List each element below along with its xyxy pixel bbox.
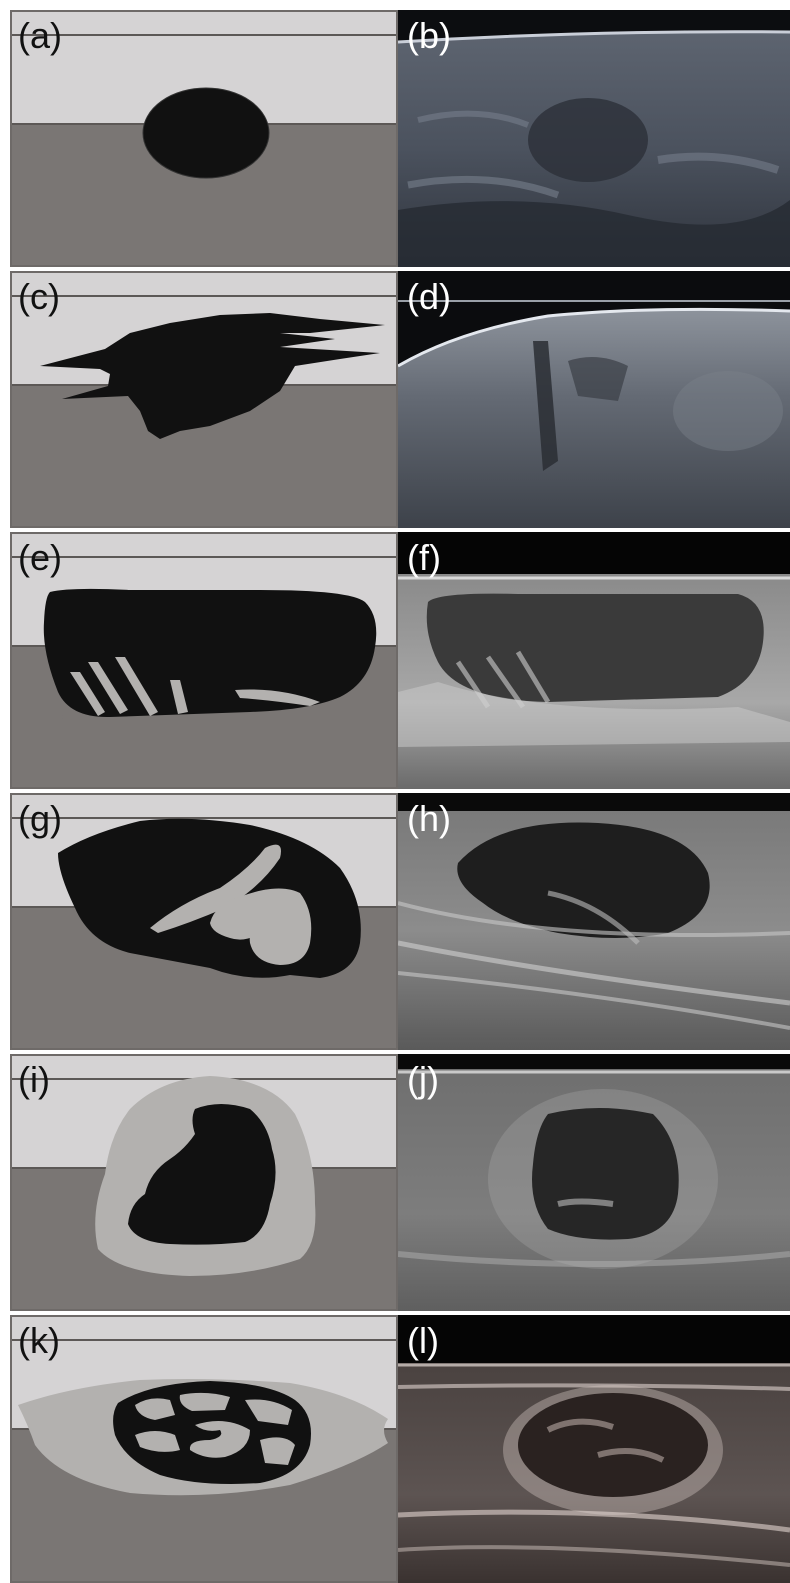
panel-a: (a) xyxy=(10,10,398,267)
panel-label-h: (h) xyxy=(407,799,451,839)
lesion-shape xyxy=(143,88,269,178)
panel-label-c: (c) xyxy=(18,277,60,317)
ultrasound-image-d xyxy=(398,271,790,528)
panel-k: (k) xyxy=(10,1315,398,1583)
panel-label-i: (i) xyxy=(18,1060,50,1100)
ultrasound-image-h xyxy=(398,793,790,1050)
panel-label-d: (d) xyxy=(407,277,451,317)
panel-label-f: (f) xyxy=(407,538,441,578)
panel-b: (b) xyxy=(398,10,790,267)
panel-label-g: (g) xyxy=(18,799,62,839)
schematic-spiculated-lesion xyxy=(10,271,398,528)
panel-label-k: (k) xyxy=(18,1321,60,1361)
schematic-lesion-with-wide-halo xyxy=(10,1315,398,1583)
schematic-oval-lesion xyxy=(10,10,398,267)
panel-label-a: (a) xyxy=(18,16,62,56)
panel-c: (c) xyxy=(10,271,398,528)
panel-label-e: (e) xyxy=(18,538,62,578)
panel-label-b: (b) xyxy=(407,16,451,56)
panel-label-j: (j) xyxy=(407,1060,439,1100)
ultrasound-image-b xyxy=(398,10,790,267)
panel-j: (j) xyxy=(398,1054,790,1311)
schematic-lesion-with-internal-bands xyxy=(10,793,398,1050)
ultrasound-image-f xyxy=(398,532,790,789)
schematic-lesion-with-halo xyxy=(10,1054,398,1311)
panel-g: (g) xyxy=(10,793,398,1050)
panel-i: (i) xyxy=(10,1054,398,1311)
panel-e: (e) xyxy=(10,532,398,789)
ultrasound-image-j xyxy=(398,1054,790,1311)
panel-f: (f) xyxy=(398,532,790,789)
panel-h: (h) xyxy=(398,793,790,1050)
ultrasound-image-l xyxy=(398,1315,790,1583)
panel-label-l: (l) xyxy=(407,1321,439,1361)
panel-l: (l) xyxy=(398,1315,790,1583)
schematic-wide-lesion-with-clefts xyxy=(10,532,398,789)
panel-d: (d) xyxy=(398,271,790,528)
